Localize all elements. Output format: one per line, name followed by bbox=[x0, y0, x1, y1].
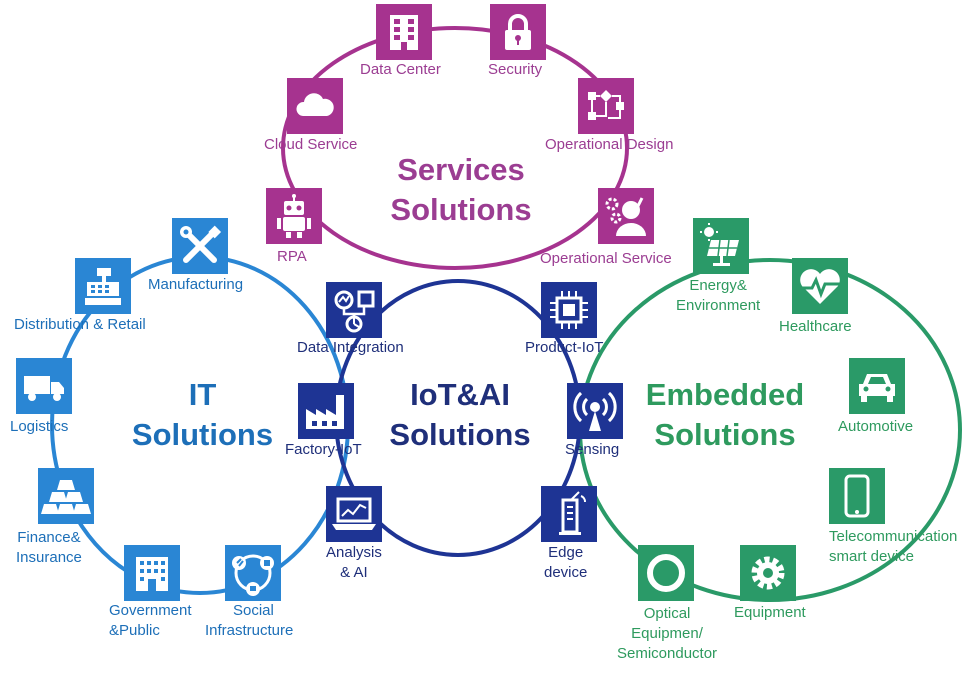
automotive-node[interactable] bbox=[849, 358, 905, 414]
embedded-title: Embedded Solutions bbox=[645, 377, 805, 452]
chip-icon bbox=[541, 282, 597, 338]
gear-icon bbox=[740, 545, 796, 601]
edge-device-label: Edge device bbox=[544, 544, 588, 581]
laptop-chart-icon bbox=[326, 486, 382, 542]
optical-semiconductor-label: Optical Equipmen/ Semiconductor bbox=[617, 605, 718, 662]
government-public-node[interactable] bbox=[124, 545, 180, 601]
manufacturing-node[interactable] bbox=[172, 218, 228, 274]
operational-service-node[interactable] bbox=[598, 188, 654, 244]
operational-design-node[interactable] bbox=[578, 78, 634, 134]
factory-iot-node[interactable] bbox=[298, 383, 354, 439]
government-building-icon bbox=[124, 545, 180, 601]
heart-pulse-icon bbox=[792, 258, 848, 314]
product-iot-node[interactable] bbox=[541, 282, 597, 338]
cloud-icon bbox=[287, 78, 343, 134]
robot-icon bbox=[266, 188, 322, 244]
finance-insurance-label: Finance& Insurance bbox=[16, 529, 82, 566]
operational-design-label: Operational Design bbox=[545, 136, 674, 153]
data-integration-node[interactable] bbox=[326, 282, 382, 338]
security-label: Security bbox=[488, 61, 543, 78]
analysis-ai-node[interactable] bbox=[326, 486, 382, 542]
distribution-retail-node[interactable] bbox=[75, 258, 131, 314]
logistics-label: Logistics bbox=[10, 418, 69, 435]
edge-device-node[interactable] bbox=[541, 486, 597, 542]
person-gears-icon bbox=[598, 188, 654, 244]
energy-environment-node[interactable] bbox=[693, 218, 749, 274]
government-public-label: Government &Public bbox=[109, 602, 192, 639]
social-infrastructure-label: Social Infrastructure bbox=[205, 602, 294, 639]
antenna-icon bbox=[567, 383, 623, 439]
factory-iot-label: Factory-IoT bbox=[285, 441, 362, 458]
optical-ring-icon bbox=[638, 545, 694, 601]
router-icon bbox=[541, 486, 597, 542]
telecom-device-label: Telecommunication smart device bbox=[829, 528, 958, 565]
iot-title: IoT&AI Solutions bbox=[389, 377, 531, 452]
services-ring bbox=[281, 26, 629, 270]
cloud-service-label: Cloud Service bbox=[264, 136, 358, 153]
car-icon bbox=[849, 358, 905, 414]
healthcare-label: Healthcare bbox=[779, 318, 852, 335]
product-iot-label: Product-IoT bbox=[525, 339, 604, 356]
sensing-node[interactable] bbox=[567, 383, 623, 439]
smartphone-icon bbox=[829, 468, 885, 524]
finance-insurance-node[interactable] bbox=[38, 468, 94, 524]
lock-icon bbox=[490, 4, 546, 60]
building-icon bbox=[376, 4, 432, 60]
wrench-screwdriver-icon bbox=[172, 218, 228, 274]
infrastructure-icon bbox=[225, 545, 281, 601]
solar-panel-icon bbox=[693, 218, 749, 274]
data-center-node[interactable] bbox=[376, 4, 432, 60]
flowchart-icon bbox=[578, 78, 634, 134]
equipment-label: Equipment bbox=[734, 604, 806, 621]
rpa-label: RPA bbox=[277, 248, 307, 265]
operational-service-label: Operational Service bbox=[540, 250, 672, 267]
distribution-retail-label: Distribution & Retail bbox=[14, 316, 146, 333]
data-center-label: Data Center bbox=[360, 61, 441, 78]
energy-environment-label: Energy& Environment bbox=[676, 277, 761, 314]
equipment-node[interactable] bbox=[740, 545, 796, 601]
rpa-node[interactable] bbox=[266, 188, 322, 244]
cash-register-icon bbox=[75, 258, 131, 314]
it-title: IT Solutions bbox=[131, 377, 274, 452]
analysis-ai-label: Analysis & AI bbox=[326, 544, 382, 581]
services-title: Services Solutions bbox=[390, 152, 532, 227]
sensing-label: Sensing bbox=[565, 441, 620, 458]
security-node[interactable] bbox=[490, 4, 546, 60]
logistics-node[interactable] bbox=[16, 358, 72, 414]
automotive-label: Automotive bbox=[838, 418, 914, 435]
social-infrastructure-node[interactable] bbox=[225, 545, 281, 601]
healthcare-node[interactable] bbox=[792, 258, 848, 314]
data-integration-label: Data Integration bbox=[297, 339, 404, 356]
optical-semiconductor-node[interactable] bbox=[638, 545, 694, 601]
truck-icon bbox=[16, 358, 72, 414]
cloud-service-node[interactable] bbox=[287, 78, 343, 134]
telecom-device-node[interactable] bbox=[829, 468, 885, 524]
manufacturing-label: Manufacturing bbox=[148, 276, 244, 293]
gold-bars-icon bbox=[38, 468, 94, 524]
data-integration-icon bbox=[326, 282, 382, 338]
factory-icon bbox=[298, 383, 354, 439]
